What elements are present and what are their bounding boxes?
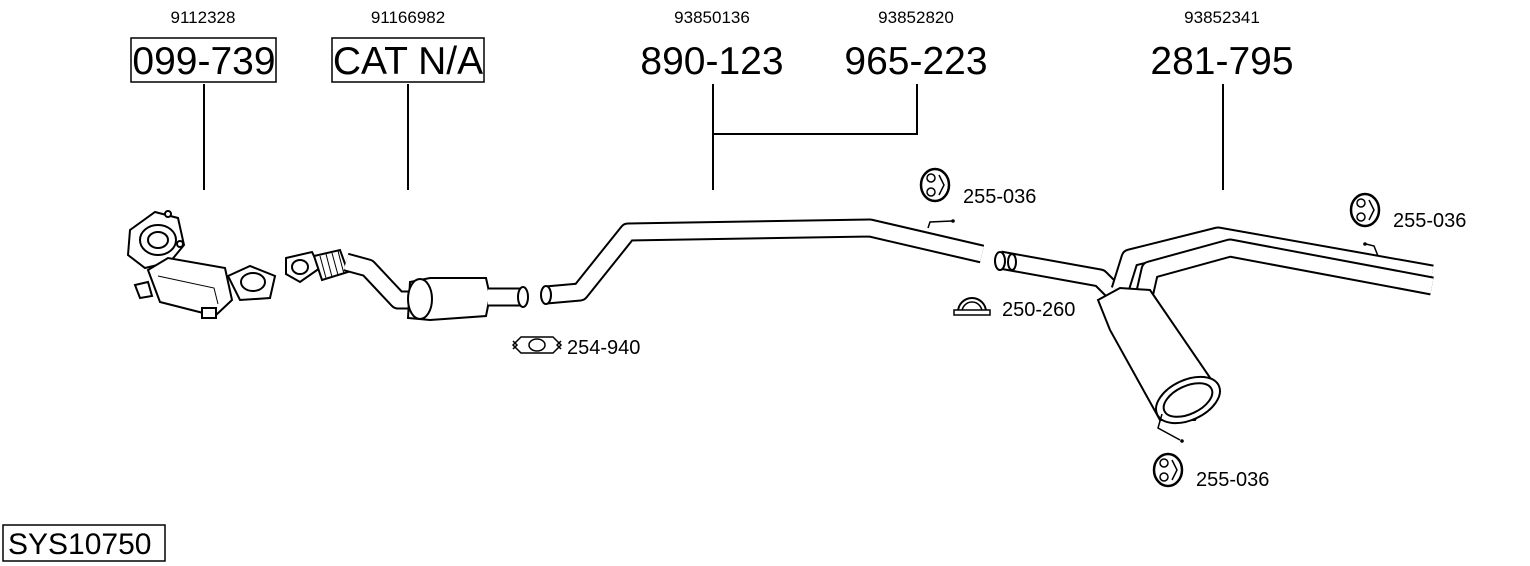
part-number: 965-223 [844, 40, 987, 83]
part-number-box [331, 37, 485, 83]
rubber-hanger-icon [1349, 192, 1381, 228]
accessory-part-number: 255-036 [1393, 210, 1466, 232]
part-number: CAT N/A [333, 40, 483, 83]
callout-099-739[interactable]: 9112328 099-739 [130, 8, 277, 190]
callout-890-123[interactable]: 93850136 890-123 [640, 8, 784, 190]
accessory-part-number: 250-260 [1002, 299, 1075, 321]
rubber-hanger-icon [919, 167, 951, 203]
system-code: SYS10750 [8, 528, 151, 561]
part-number: 281-795 [1150, 40, 1293, 83]
oem-number: 93852820 [878, 8, 954, 27]
oem-number: 9112328 [171, 8, 236, 27]
band-clamp-icon [511, 336, 563, 354]
accessory-255-036-rear-bottom[interactable]: 255-036 [1152, 452, 1269, 491]
part-number: 099-739 [132, 40, 275, 83]
oem-number: 91166982 [371, 8, 445, 27]
accessory-part-number: 255-036 [1196, 469, 1269, 491]
front-pipe-drawing [285, 248, 529, 322]
accessory-255-036-rear-top[interactable]: 255-036 [1349, 192, 1466, 232]
part-number: 890-123 [640, 40, 783, 83]
catalytic-converter-drawing [126, 210, 277, 319]
accessory-255-036-front[interactable]: 255-036 [919, 167, 1036, 208]
oem-number: 93850136 [674, 8, 750, 27]
callout-281-795[interactable]: 93852341 281-795 [1150, 8, 1294, 190]
callout-cat-na[interactable]: 91166982 CAT N/A [331, 8, 485, 190]
accessory-254-940[interactable]: 254-940 [511, 336, 640, 359]
accessory-part-number: 255-036 [963, 186, 1036, 208]
accessory-250-260[interactable]: 250-260 [953, 297, 1075, 321]
leader-line [713, 84, 918, 135]
callout-965-223[interactable]: 93852820 965-223 [713, 8, 988, 135]
accessory-part-number: 254-940 [567, 337, 640, 359]
part-number-box [130, 37, 277, 83]
u-bolt-clamp-icon [953, 297, 991, 316]
oem-number: 93852341 [1184, 8, 1260, 27]
rubber-hanger-icon [1152, 452, 1184, 488]
system-code-label: SYS10750 [2, 524, 166, 562]
center-pipe-drawing [540, 218, 985, 305]
rear-silencer-drawing [994, 226, 1434, 443]
